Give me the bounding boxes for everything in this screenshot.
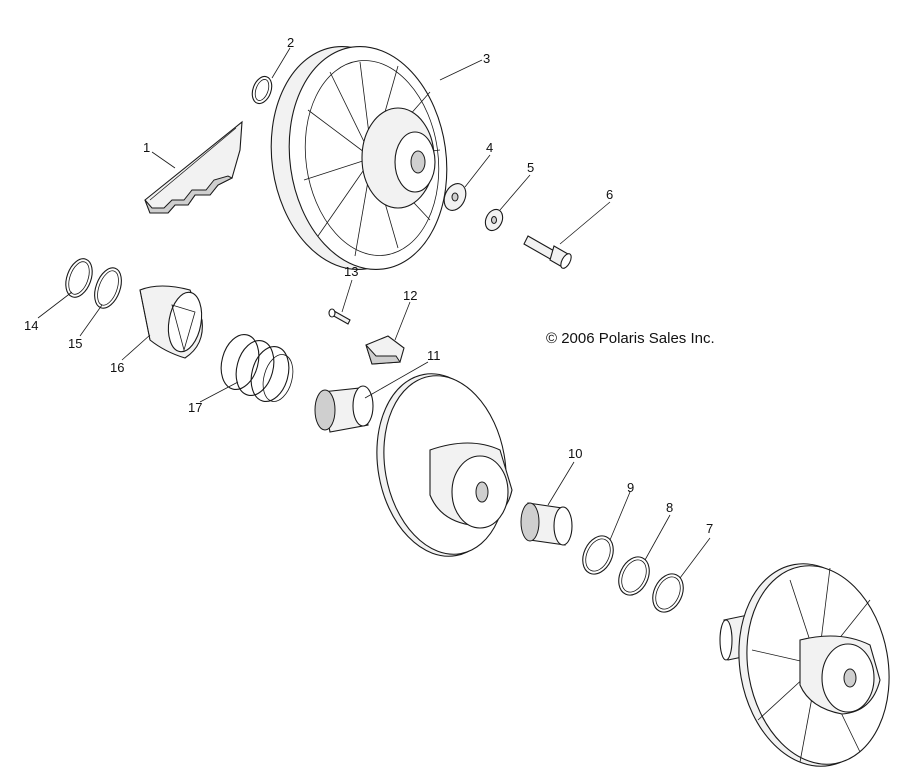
callout-3: 3 xyxy=(483,51,490,66)
part-1-belt xyxy=(144,120,243,214)
callout-5: 5 xyxy=(527,160,534,175)
stationary-sheave xyxy=(719,563,890,767)
callout-13: 13 xyxy=(344,264,358,279)
callout-4: 4 xyxy=(486,140,493,155)
part-5-washer xyxy=(484,208,504,232)
part-2-ring xyxy=(251,75,273,105)
callout-15: 15 xyxy=(68,336,82,351)
part-12-roller-block xyxy=(365,335,405,365)
part-15-ring xyxy=(94,267,122,309)
part-8-ring xyxy=(618,556,650,596)
callout-8: 8 xyxy=(666,500,673,515)
part-11-bushing xyxy=(314,385,374,433)
part-4-washer xyxy=(443,183,467,211)
part-10-bushing xyxy=(520,502,573,546)
part-16-cam xyxy=(139,285,203,359)
leader-lines xyxy=(37,47,711,579)
callout-11: 11 xyxy=(427,348,441,363)
callout-12: 12 xyxy=(403,288,417,303)
callout-9: 9 xyxy=(627,480,634,495)
callout-17: 17 xyxy=(188,400,202,415)
callout-14: 14 xyxy=(24,318,38,333)
callout-6: 6 xyxy=(606,187,613,202)
callout-labels: 1 2 3 4 5 6 7 8 9 10 11 12 13 14 15 16 1… xyxy=(24,35,713,536)
callout-7: 7 xyxy=(706,521,713,536)
callout-10: 10 xyxy=(568,446,582,461)
part-9-ring xyxy=(582,535,614,575)
part-17-spring xyxy=(220,334,294,402)
part-7-ring xyxy=(652,573,684,613)
copyright-notice: © 2006 Polaris Sales Inc. xyxy=(546,330,715,347)
callout-16: 16 xyxy=(110,360,124,375)
callout-1: 1 xyxy=(143,140,150,155)
part-14-snap-ring xyxy=(65,258,93,298)
callout-2: 2 xyxy=(287,35,294,50)
part-3-moveable-sheave xyxy=(270,46,448,270)
part-6-bolt xyxy=(523,235,572,269)
part-13-pin xyxy=(328,308,351,325)
fixed-sheave xyxy=(376,373,513,557)
